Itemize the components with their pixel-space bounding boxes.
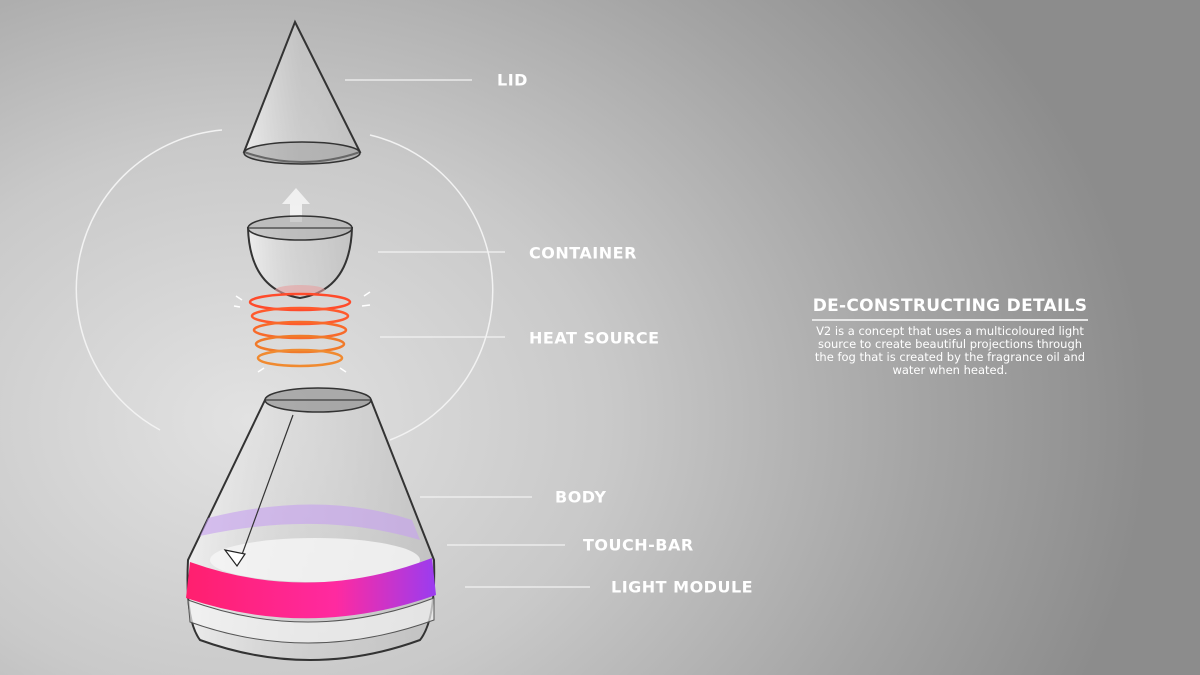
info-block: DE-CONSTRUCTING DETAILS V2 is a concept …: [812, 296, 1088, 377]
label-heat-source: HEAT SOURCE: [529, 328, 660, 348]
label-light-module: LIGHT MODULE: [611, 577, 754, 597]
touch-bar: [200, 504, 420, 540]
heat-marks: [233, 291, 371, 373]
light-module-band: [186, 558, 436, 619]
heat-coil: [248, 292, 352, 368]
label-body: BODY: [555, 487, 607, 507]
body-part: [186, 387, 436, 661]
up-arrow: [282, 188, 310, 222]
label-lid: LID: [497, 70, 528, 90]
leader-lines: [345, 79, 590, 588]
container-part: [246, 215, 354, 300]
touch-indicator: [223, 549, 246, 568]
orbit-circle: [75, 129, 494, 441]
label-container: CONTAINER: [529, 243, 637, 263]
lid-part: [242, 19, 362, 165]
info-text: V2 is a concept that uses a multicoloure…: [814, 324, 1086, 377]
label-touch-bar: TOUCH-BAR: [583, 535, 694, 555]
info-title: DE-CONSTRUCTING DETAILS: [812, 296, 1088, 321]
